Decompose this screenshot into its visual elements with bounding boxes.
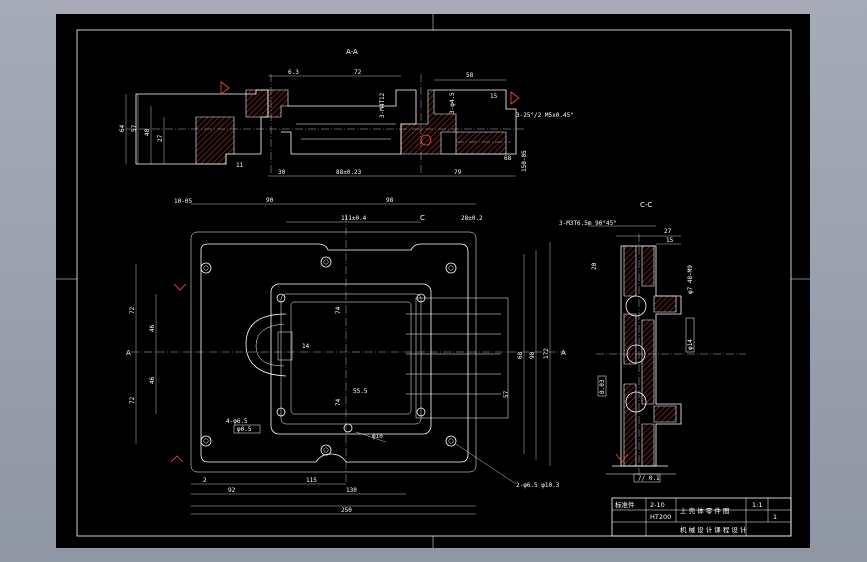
plan-view: 10-05 90 98 111±0.4 28±0.2 C 72 46 46 72…	[126, 197, 566, 515]
section-aa-hatch-boss	[267, 89, 289, 118]
svg-text:74: 74	[335, 306, 342, 314]
title-block-scale: 1:1	[752, 501, 762, 509]
svg-text:11: 11	[236, 162, 244, 169]
title-block-part-name: 上 壳 体 零 件 图	[680, 506, 729, 515]
section-cc-view: C-C 3-M3T6.5m 90°45°	[559, 201, 746, 483]
svg-text:92: 92	[228, 487, 236, 494]
svg-text:46: 46	[149, 324, 156, 332]
svg-text:A: A	[561, 349, 566, 357]
svg-text:68: 68	[504, 155, 512, 162]
plan-holes	[200, 256, 457, 456]
svg-text:15: 15	[666, 237, 674, 244]
svg-text:250: 250	[341, 507, 352, 514]
section-aa-hatch-right	[400, 89, 457, 155]
svg-text:φ0.5: φ0.5	[237, 426, 252, 433]
svg-text:3-M3T6.5m 90°45°: 3-M3T6.5m 90°45°	[559, 220, 617, 227]
title-block-sheet: 1	[773, 513, 777, 521]
svg-text:3-M4T12: 3-M4T12	[379, 92, 386, 118]
section-aa-hatch-left	[195, 116, 235, 165]
svg-text:20: 20	[591, 262, 598, 270]
drawing-canvas: A-A	[56, 14, 810, 548]
svg-text:φ7 48-M9: φ7 48-M9	[687, 265, 694, 294]
svg-text:172: 172	[543, 348, 550, 359]
svg-text:10-05: 10-05	[174, 198, 192, 205]
svg-text:57: 57	[131, 124, 138, 132]
hole-note: 2-φ6.5 φ10.3	[516, 482, 560, 489]
svg-text:115: 115	[306, 477, 317, 484]
drawing-sheet: A-A	[56, 14, 810, 548]
svg-text:58: 58	[466, 72, 474, 79]
section-aa-view: A-A	[119, 48, 574, 177]
svg-text:28±0.2: 28±0.2	[461, 215, 483, 222]
svg-text:30: 30	[278, 169, 286, 176]
title-block-material: HT200	[650, 513, 671, 521]
section-cc-hatch-1	[623, 245, 637, 297]
svg-text:68: 68	[517, 351, 524, 359]
svg-text:27: 27	[157, 134, 164, 142]
title-block-label-1: 标准件	[615, 500, 635, 509]
boss-note: φ10	[372, 433, 383, 440]
svg-text:90: 90	[266, 197, 274, 204]
section-marker-a-left: A	[126, 349, 131, 357]
svg-text:2: 2	[203, 477, 207, 484]
svg-text:3-25°/2 M5x0.45°: 3-25°/2 M5x0.45°	[516, 112, 574, 119]
svg-text:74: 74	[335, 398, 342, 406]
svg-text:27: 27	[664, 228, 672, 235]
svg-text:55.5: 55.5	[353, 388, 368, 395]
drawing-border	[56, 14, 810, 548]
section-cc-title: C-C	[640, 201, 652, 209]
svg-text:98: 98	[386, 197, 394, 204]
title-block-label-2: 2-10	[650, 501, 665, 509]
svg-text:111±0.4: 111±0.4	[341, 215, 367, 222]
svg-text:150-05: 150-05	[521, 150, 528, 172]
svg-text:72: 72	[129, 306, 136, 314]
svg-text:3-φ4.5: 3-φ4.5	[449, 92, 456, 114]
svg-text:φ14: φ14	[687, 339, 694, 350]
svg-text:15: 15	[490, 93, 498, 100]
svg-text:// 0.1: // 0.1	[638, 475, 660, 482]
section-marker-c-top: C	[420, 214, 425, 222]
svg-text:6.3: 6.3	[288, 69, 299, 76]
svg-text:64: 64	[119, 124, 126, 132]
section-aa-title: A-A	[346, 48, 358, 56]
svg-text:88±0.23: 88±0.23	[336, 169, 362, 176]
svg-text:130: 130	[346, 487, 357, 494]
svg-text:46: 46	[149, 376, 156, 384]
title-block	[611, 497, 792, 537]
svg-text:98: 98	[529, 351, 536, 359]
svg-text:14: 14	[302, 343, 310, 350]
svg-text:79: 79	[454, 169, 462, 176]
svg-text:57: 57	[503, 390, 510, 398]
svg-text:72: 72	[354, 69, 362, 76]
svg-text:4-φ6.5: 4-φ6.5	[226, 418, 248, 425]
title-block-school: 机 械 设 计 课 程 设 计	[680, 525, 747, 534]
svg-text:0.03: 0.03	[599, 379, 606, 394]
svg-text:48: 48	[144, 128, 151, 136]
svg-text:72: 72	[129, 396, 136, 404]
